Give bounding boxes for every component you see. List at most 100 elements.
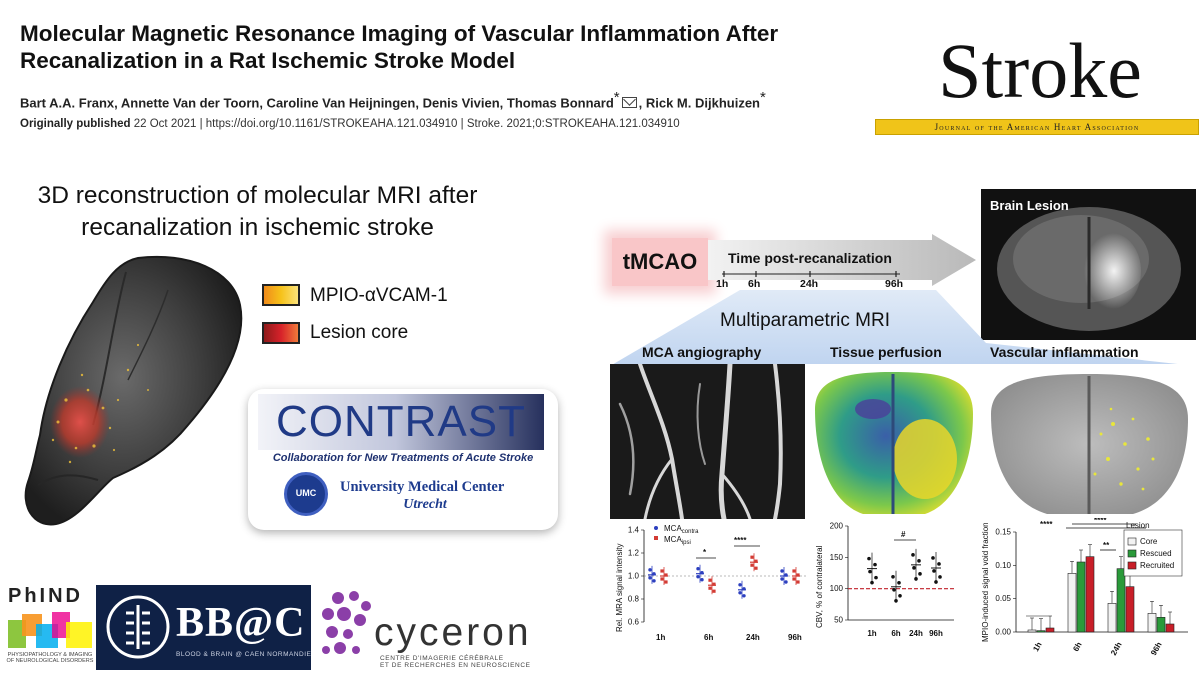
chart3-bar [1067,573,1077,633]
timeline-tick-96h: 96h [885,278,904,290]
chart2-point [932,569,936,573]
legend-swatch-mpio [262,284,300,306]
chart2-ytick-label: 150 [830,553,844,562]
projection-wedge [610,290,1196,366]
paper-title: Molecular Magnetic Resonance Imaging of … [20,21,779,73]
chart1-point-contra [652,579,656,583]
chart2-point [931,556,935,560]
chart3-category-label: 24h [1109,640,1124,657]
chart3-category-label: 6h [1071,640,1084,653]
timeline-label: Time post-recanalization [728,250,892,266]
phind-logo-icon [8,612,92,648]
phind-logo-text: PhIND [8,585,83,607]
chart1-legend-ipsi: MCAipsi [664,535,691,546]
chart2-ytick-label: 50 [834,616,843,625]
chart1-ytick-label: 1.0 [628,572,640,581]
chart3-legend-label: Rescued [1140,549,1172,558]
chart-mra-signal: Rel. MRA signal intensity 0.60.81.01.21.… [615,524,806,642]
chart2-point [870,580,874,585]
journal-logo: Stroke [938,27,1142,114]
contrast-logo-text: CONTRAST [258,394,544,450]
column-title-inflammation: Vascular inflammation [990,344,1139,360]
chart1-point-ipsi [754,566,758,570]
chart2-category-label: 24h [909,629,923,638]
chart3-ytick-label: 0.15 [995,528,1011,537]
chart3-legend-swatch [1127,549,1137,558]
chart2-point [892,587,896,592]
chart1-point-ipsi [750,555,754,559]
chart1-point-contra [742,594,746,598]
chart1-category-label: 1h [656,633,665,642]
chart2-point [912,566,916,570]
umc-name: University Medical Center [340,479,505,495]
chart1-point-ipsi [792,569,796,573]
published-label: Originally published [20,118,131,130]
chart1-point-ipsi [712,582,716,586]
chart3-ytick-label: 0.00 [995,628,1011,637]
chart2-sig: # [901,530,906,539]
chart2-point [911,553,915,557]
chart3-ytick-label: 0.05 [995,594,1011,603]
doi-citation[interactable]: 22 Oct 2021 | https://doi.org/10.1161/ST… [133,118,680,130]
chart2-point [934,580,938,584]
multiparametric-label: Multiparametric MRI [720,310,890,331]
chart3-bar [1076,561,1086,633]
chart3-bar [1045,627,1055,633]
chart2-point [898,593,902,598]
chart3-bar [1156,617,1166,633]
chart2-point [937,562,941,566]
chart3-ylabel: MPIO-induced signal void fraction [981,522,990,642]
legend-label-mpio: MPIO-αVCAM-1 [310,285,448,306]
chart1-legend-marker-ipsi [654,536,658,540]
umc-city: Utrecht [403,497,447,512]
cyceron-logo-icon [322,591,371,654]
chart2-category-label: 1h [867,629,876,638]
chart3-bar [1116,568,1126,633]
timeline-tick-24h: 24h [800,278,819,290]
chart2-ytick-label: 100 [830,584,844,593]
email-icon[interactable] [621,97,637,109]
chart1-point-ipsi [664,573,668,577]
chart3-ytick-label: 0.10 [995,561,1011,570]
chart2-ytick-label: 200 [830,522,844,531]
column-title-angiography: MCA angiography [642,344,762,360]
chart1-sig-24h: **** [734,536,747,545]
author-list: Bart A.A. Franx, Annette Van der Toorn, … [20,89,766,111]
chart2-point [867,556,871,561]
chart1-point-contra [648,576,652,580]
chart1-ylabel: Rel. MRA signal intensity [615,544,624,632]
chart3-bar [1125,586,1135,633]
chart2-point [874,575,878,580]
brain-lesion-label: Brain Lesion [990,198,1069,213]
chart1-point-ipsi [660,577,664,581]
chart2-point [938,575,942,579]
contrast-subtitle: Collaboration for New Treatments of Acut… [272,452,534,464]
publication-line: Originally published 22 Oct 2021 | https… [20,118,680,130]
timeline-tick-1h: 1h [716,278,729,290]
chart1-point-contra [700,578,704,582]
chart3-bar [1027,629,1037,633]
corresponding-marker: * [613,89,620,106]
cyceron-logo-text: cyceron [374,611,532,654]
chart1-point-ipsi [708,586,712,590]
chart3-sig-3: ** [1103,541,1110,550]
chart1-point-contra [742,587,746,591]
rat-brain-3d-render [24,255,243,526]
chart2-point [891,574,895,579]
chart1-point-contra [700,571,704,575]
chart1-ytick-label: 1.4 [628,526,640,535]
chart2-point [868,569,872,574]
chart3-bar [1036,630,1046,633]
chart1-point-contra [738,591,742,595]
chart1-legend-contra: MCAcontra [664,524,699,535]
chart1-category-label: 24h [746,633,760,642]
legend-label-lesion: Lesion core [310,322,409,343]
chart1-point-contra [784,580,788,584]
chart2-point [918,572,922,576]
chart3-sig-1: **** [1040,520,1053,529]
chart3-category-label: 96h [1149,640,1164,657]
chart1-point-contra [784,573,788,577]
bbac-subtitle: BLOOD & BRAIN @ CAEN NORMANDIE [176,651,312,658]
